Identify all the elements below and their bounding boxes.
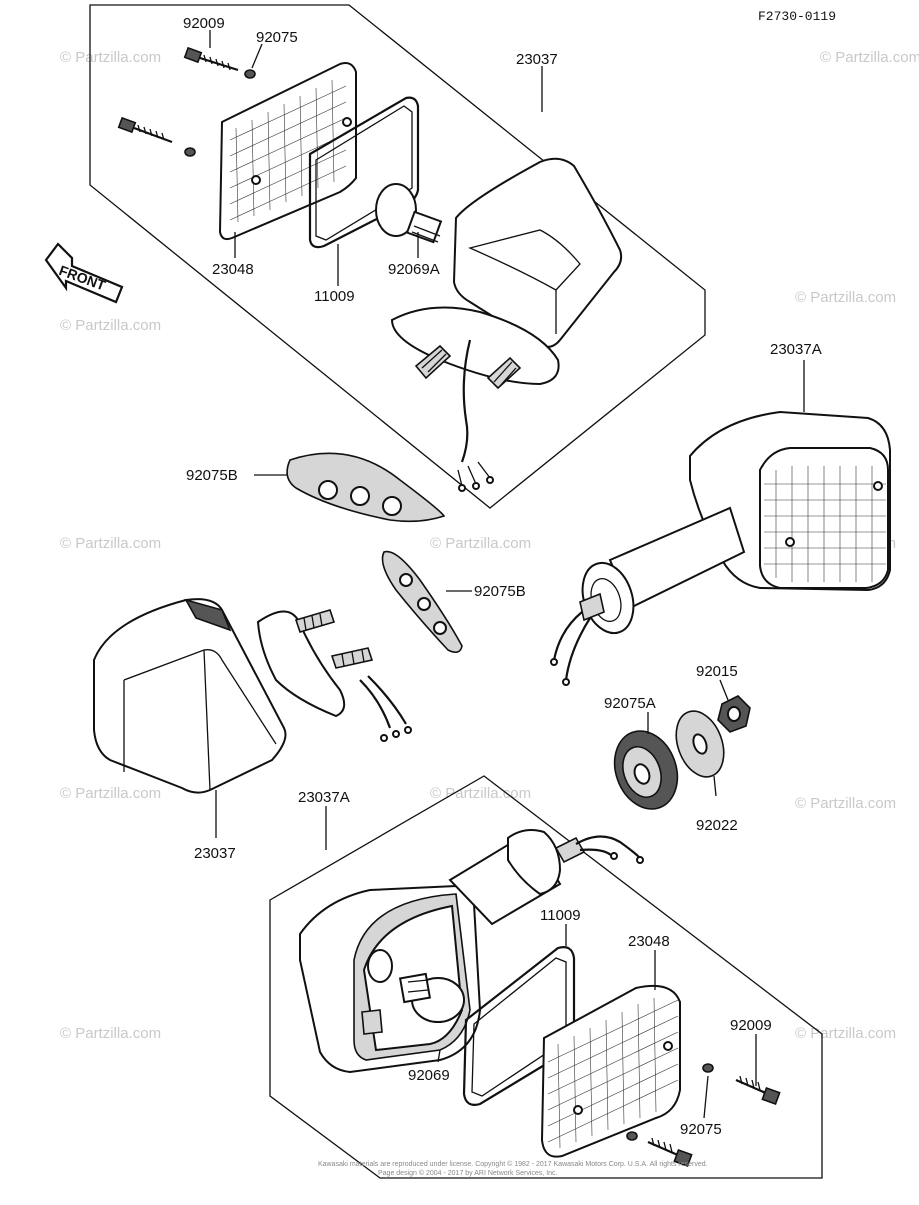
figure-code: F2730-0119 — [758, 9, 836, 24]
label-92075B-mid: 92075B — [474, 583, 526, 600]
stud-left — [414, 344, 452, 380]
screw-top-2 — [117, 116, 196, 157]
front-arrow-icon: FRONT — [44, 242, 124, 304]
stud-left-upper — [294, 609, 336, 633]
housing-23037A-right — [550, 410, 891, 686]
watermark: © Partzilla.com — [60, 49, 161, 66]
screw-bottom-2 — [626, 1131, 693, 1168]
watermark: © Partzilla.com — [60, 317, 161, 334]
label-23037A-bottom: 23037A — [298, 789, 350, 806]
label-92075B-left: 92075B — [186, 467, 238, 484]
bulb-92069A — [375, 183, 443, 244]
stud-right — [486, 356, 522, 390]
label-92075A: 92075A — [604, 695, 656, 712]
lens-23048-top — [218, 62, 357, 241]
watermark: © Partzilla.com — [795, 795, 896, 812]
label-11009-top: 11009 — [314, 288, 355, 305]
label-92069: 92069 — [408, 1067, 450, 1084]
gasket-92075B-left — [286, 452, 446, 523]
watermark: © Partzilla.com — [430, 785, 531, 802]
nut-92015 — [717, 695, 751, 733]
washer-92022 — [675, 710, 725, 778]
watermark: © Partzilla.com — [60, 1025, 161, 1042]
label-23037A-right: 23037A — [770, 341, 822, 358]
watermark: © Partzilla.com — [60, 535, 161, 552]
part-labels: 92009 92075 23037 23048 11009 92069A 230… — [183, 15, 822, 1138]
label-92009-bottom: 92009 — [730, 1017, 772, 1034]
label-23037-left: 23037 — [194, 845, 236, 862]
grommet-92075A — [613, 730, 679, 810]
watermark: © Partzilla.com — [430, 535, 531, 552]
gasket-92075B-mid — [381, 550, 463, 654]
housing-23037-left — [93, 598, 412, 794]
label-11009-bottom: 11009 — [540, 907, 581, 924]
lens-23048-bottom — [540, 984, 681, 1158]
footer-copyright: Kawasaki materials are reproduced under … — [318, 1160, 708, 1168]
label-92009-top: 92009 — [183, 15, 225, 32]
washer-92075-bottom — [702, 1063, 714, 1073]
label-23037-top: 23037 — [516, 51, 558, 68]
label-92015: 92015 — [696, 663, 738, 680]
callout-lines — [209, 30, 805, 1119]
label-92075-bottom: 92075 — [680, 1121, 722, 1138]
watermark: © Partzilla.com — [60, 785, 161, 802]
mount-plate-top — [390, 306, 560, 492]
footer: Kawasaki materials are reproduced under … — [318, 1160, 708, 1177]
watermark: © Partzilla.com — [795, 289, 896, 306]
washer-92075-top — [244, 69, 256, 79]
label-23048-bottom: 23048 — [628, 933, 670, 950]
label-92022: 92022 — [696, 817, 738, 834]
top-assembly-outline — [89, 4, 706, 509]
label-92075-top: 92075 — [256, 29, 298, 46]
bottom-assembly-outline — [269, 775, 823, 1179]
stud-left-lower — [330, 647, 374, 669]
watermark: © Partzilla.com — [795, 1025, 896, 1042]
screw-92009-bottom — [735, 1075, 781, 1106]
bulb-92069 — [398, 972, 465, 1023]
footer-design: Page design © 2004 - 2017 by ARI Network… — [378, 1169, 558, 1177]
watermark: © Partzilla.com — [820, 49, 919, 66]
label-92069A: 92069A — [388, 261, 440, 278]
screw-92009-top — [183, 46, 239, 72]
label-23048-top: 23048 — [212, 261, 254, 278]
